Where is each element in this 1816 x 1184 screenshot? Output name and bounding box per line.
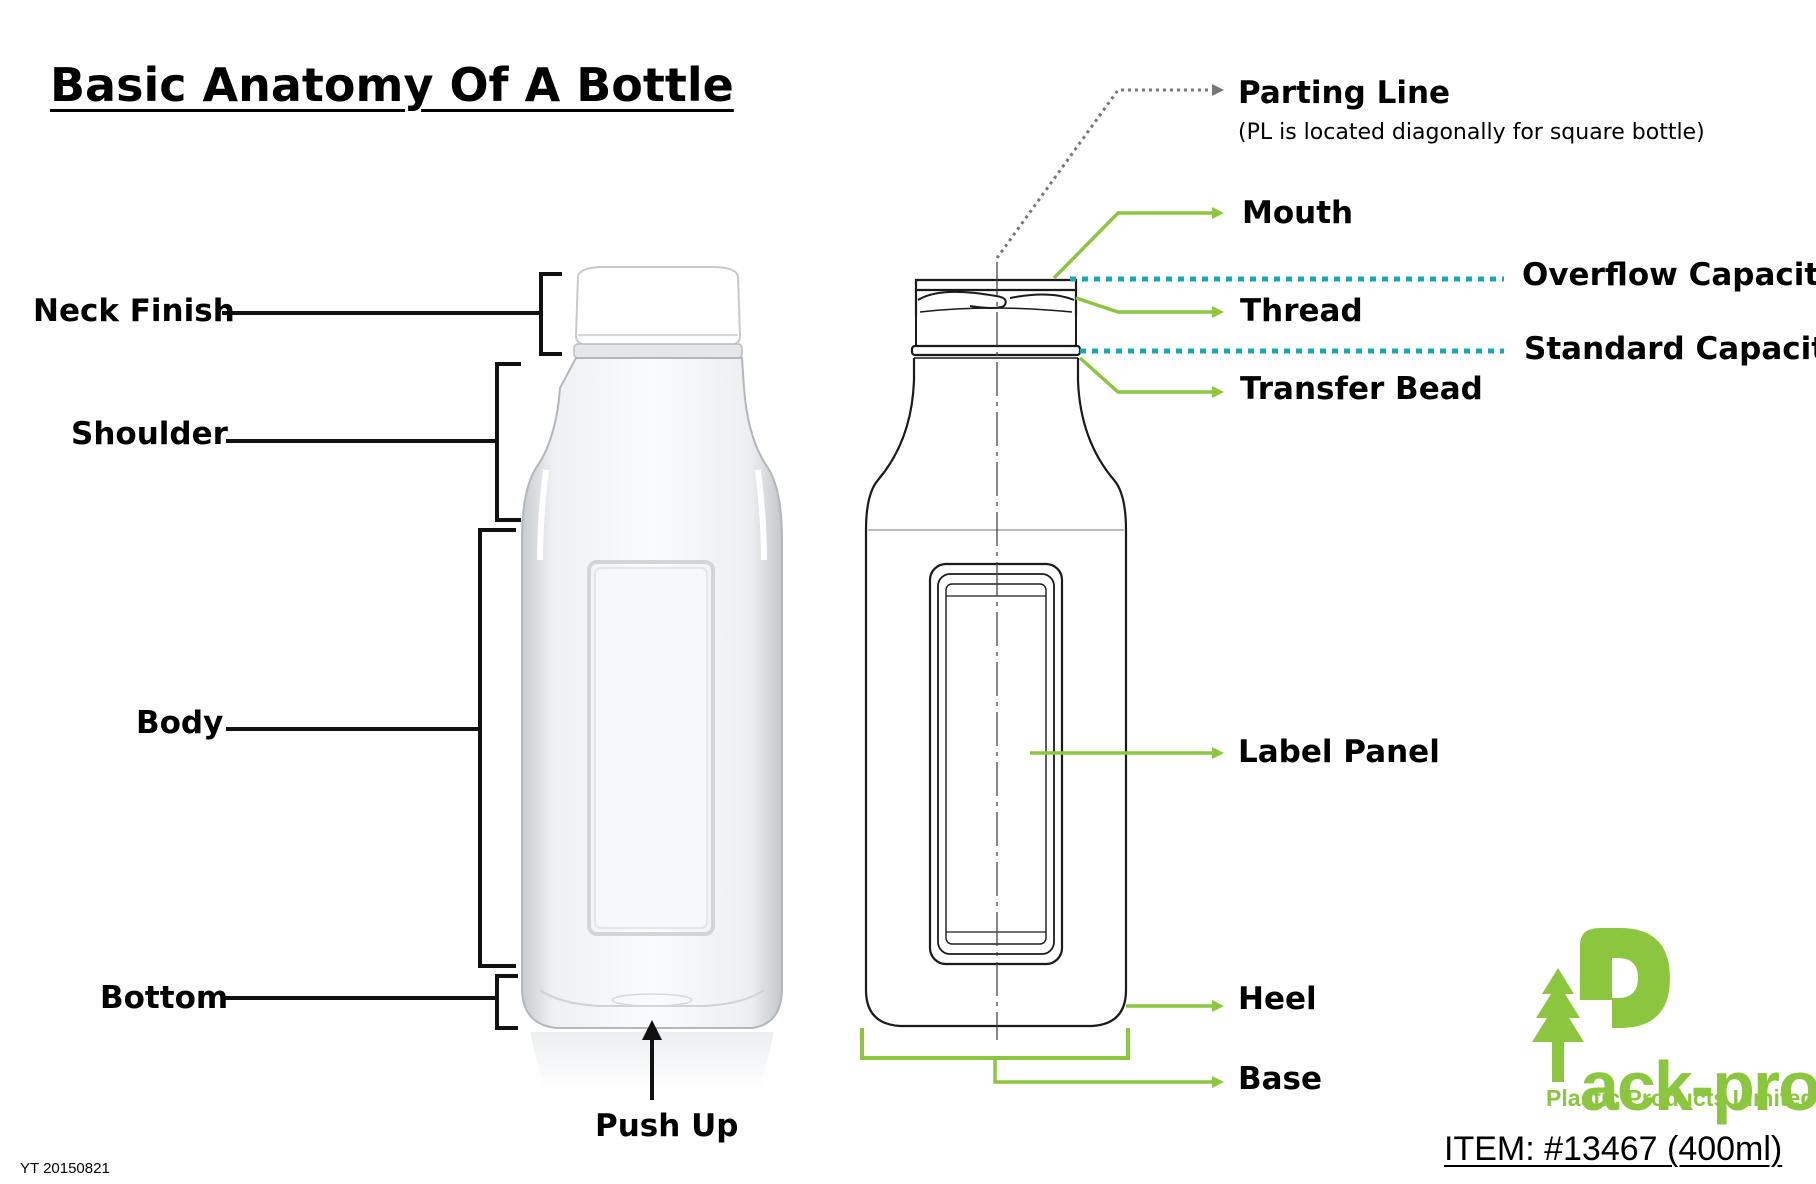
parting-line-callout <box>995 84 1224 259</box>
body-bracket <box>478 528 516 968</box>
thread-leader <box>1075 296 1218 314</box>
shoulder-bracket <box>495 362 521 522</box>
bottom-label: Bottom <box>100 980 229 1016</box>
overflow-capacity-label: Overflow Capacity <box>1522 257 1816 293</box>
page-title: Basic Anatomy Of A Bottle <box>50 58 734 112</box>
left-callouts <box>222 272 654 1100</box>
standard-capacity-label: Standard Capacity <box>1524 331 1816 367</box>
green-arrowheads <box>1212 207 1224 1088</box>
brand-name: ack-pro <box>1580 1047 1816 1125</box>
thread-label: Thread <box>1240 293 1363 329</box>
base-bracket <box>860 1028 1130 1060</box>
line-drawing-bottle <box>864 278 1128 1028</box>
shoulder-label: Shoulder <box>71 416 228 452</box>
bottle-outline <box>864 358 1128 1028</box>
bottle-cap <box>574 266 742 346</box>
base-leader <box>993 1058 1218 1084</box>
neck-finish-bracket <box>539 272 562 356</box>
brand-subtitle: Plastic Products Limited <box>1546 1085 1815 1111</box>
parting-line-note: (PL is located diagonally for square bot… <box>1238 120 1705 145</box>
clear-bottle-illustration <box>521 266 783 1090</box>
transfer-bead-label: Transfer Bead <box>1240 371 1483 407</box>
push-up-arrowhead <box>642 1020 662 1040</box>
version-stamp: YT 20150821 <box>20 1160 110 1177</box>
base-label: Base <box>1238 1061 1323 1097</box>
body-label: Body <box>136 705 224 741</box>
mouth-label: Mouth <box>1242 195 1354 231</box>
push-up-label: Push Up <box>595 1108 739 1144</box>
transfer-bead-leader <box>1078 356 1218 394</box>
label-panel-outline <box>928 562 1064 966</box>
mouth-leader <box>1052 211 1218 280</box>
green-callouts <box>860 211 1218 1084</box>
label-panel-label: Label Panel <box>1238 734 1440 770</box>
heel-label: Heel <box>1238 981 1317 1017</box>
neck-finish-label: Neck Finish <box>33 293 235 329</box>
item-number: ITEM: #13467 (400ml) <box>1444 1130 1783 1168</box>
capacity-lines <box>1070 276 1504 354</box>
parting-line-label: Parting Line <box>1238 75 1451 111</box>
bottom-bracket <box>495 974 518 1030</box>
pack-pro-tree-logo-icon <box>1532 928 1670 1082</box>
